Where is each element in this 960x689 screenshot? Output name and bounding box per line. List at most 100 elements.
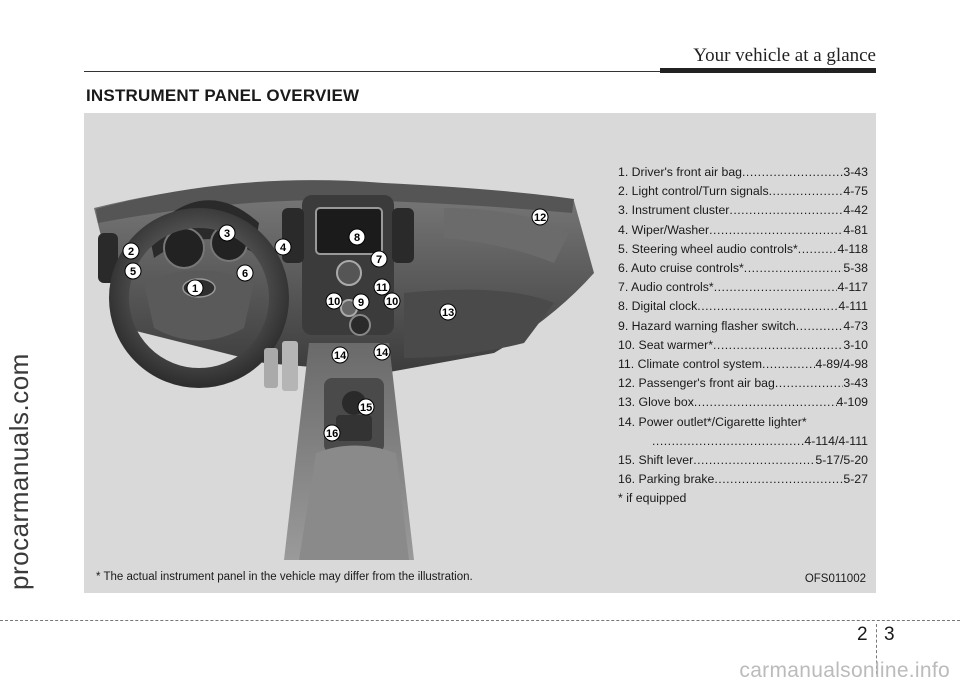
legend-item-continuation: 4-114/4-111 <box>618 432 868 451</box>
callout-8: 8 <box>348 228 366 246</box>
legend-item: 3. Instrument cluster4-42 <box>618 201 868 220</box>
legend-item: 7. Audio controls*4-117 <box>618 278 868 297</box>
dashboard-top <box>96 180 574 223</box>
callout-circle <box>348 228 366 246</box>
callout-circle <box>439 303 457 321</box>
glove-box <box>404 289 554 358</box>
callout-circle <box>124 262 142 280</box>
callout-circle <box>122 242 140 260</box>
callout-circle <box>186 279 204 297</box>
svg-text:10: 10 <box>386 296 398 308</box>
svg-text:16: 16 <box>326 428 338 440</box>
callout-2: 2 <box>122 242 140 260</box>
legend-item: 16. Parking brake5-27 <box>618 470 868 489</box>
callout-circle <box>274 238 292 256</box>
header-rule-accent <box>660 68 876 73</box>
callout-12: 12 <box>531 208 549 226</box>
callout-circle <box>373 278 391 296</box>
steering-hub <box>144 270 254 341</box>
footer-rule <box>0 620 960 621</box>
callout-circle <box>373 343 391 361</box>
legend-item: 14. Power outlet*/Cigarette lighter* <box>618 414 807 429</box>
callout-circle <box>383 292 401 310</box>
callout-4: 4 <box>274 238 292 256</box>
svg-text:14: 14 <box>334 350 347 362</box>
figure-code: OFS011002 <box>804 573 866 585</box>
callout-circle <box>531 208 549 226</box>
header-title: Your vehicle at a glance <box>693 45 876 66</box>
svg-text:3: 3 <box>224 228 230 240</box>
svg-text:8: 8 <box>354 232 360 244</box>
svg-text:13: 13 <box>442 307 454 319</box>
callout-16: 16 <box>323 424 341 442</box>
armrest <box>299 445 409 560</box>
legend-item: 15. Shift lever5-17/5-20 <box>618 451 868 470</box>
legend-item: 4. Wiper/Washer4-81 <box>618 221 868 240</box>
callout-10: 10 <box>325 292 343 310</box>
callout-14: 14 <box>331 346 349 364</box>
callout-circle <box>218 224 236 242</box>
callout-circle <box>323 424 341 442</box>
left-side-vent <box>98 233 118 283</box>
shift-gate <box>336 415 372 441</box>
pedal <box>282 341 298 391</box>
side-watermark: procarmanuals.com <box>4 353 34 590</box>
steering-wheel <box>109 208 289 388</box>
svg-text:1: 1 <box>192 283 198 295</box>
svg-text:2: 2 <box>128 246 134 258</box>
legend-item: 5. Steering wheel audio controls*4-118 <box>618 240 868 259</box>
svg-text:7: 7 <box>376 254 382 266</box>
display-screen <box>315 207 383 255</box>
pedal <box>264 348 278 388</box>
illustration-footnote: * The actual instrument panel in the veh… <box>96 571 473 583</box>
legend-item: 6. Auto cruise controls*5-38 <box>618 259 868 278</box>
legend-item: 13. Glove box4-109 <box>618 393 868 412</box>
callout-circle <box>236 264 254 282</box>
header-rule <box>84 71 876 72</box>
callout-13: 13 <box>439 303 457 321</box>
legend-item: 1. Driver's front air bag3-43 <box>618 163 868 182</box>
callout-circle <box>370 250 388 268</box>
start-button <box>349 314 371 336</box>
svg-text:4: 4 <box>280 242 287 254</box>
footer-watermark: carmanualsonline.info <box>739 659 950 682</box>
callout-6: 6 <box>236 264 254 282</box>
callout-10: 10 <box>383 292 401 310</box>
legend-item: 12. Passenger's front air bag3-43 <box>618 374 868 393</box>
component-legend: 1. Driver's front air bag3-43 2. Light c… <box>618 163 868 509</box>
svg-text:14: 14 <box>376 347 389 359</box>
legend-note: * if equipped <box>618 491 687 506</box>
svg-text:9: 9 <box>358 297 364 309</box>
svg-text:6: 6 <box>242 268 248 280</box>
callout-1: 1 <box>186 279 204 297</box>
instrument-panel-illustration: 1 2 3 4 5 6 7 8 9 10 10 11 12 13 14 14 1… <box>94 180 594 560</box>
callout-circle <box>331 346 349 364</box>
callout-circle <box>352 293 370 311</box>
callout-5: 5 <box>124 262 142 280</box>
callout-circle <box>325 292 343 310</box>
svg-text:10: 10 <box>328 296 340 308</box>
callout-15: 15 <box>357 398 375 416</box>
legend-item: 2. Light control/Turn signals4-75 <box>618 182 868 201</box>
section-heading: INSTRUMENT PANEL OVERVIEW <box>86 86 360 105</box>
svg-text:12: 12 <box>534 212 546 224</box>
page-divider <box>876 624 877 674</box>
legend-item: 8. Digital clock4-111 <box>618 297 868 316</box>
legend-item: 10. Seat warmer*3-10 <box>618 336 868 355</box>
audio-knob <box>336 260 362 286</box>
figure-panel: 1 2 3 4 5 6 7 8 9 10 10 11 12 13 14 14 1… <box>84 113 876 593</box>
right-center-vent <box>392 208 414 263</box>
legend-item: 9. Hazard warning flasher switch4-73 <box>618 317 868 336</box>
callout-3: 3 <box>218 224 236 242</box>
svg-text:15: 15 <box>360 402 372 414</box>
svg-text:11: 11 <box>376 282 388 294</box>
callout-11: 11 <box>373 278 391 296</box>
svg-text:5: 5 <box>130 266 136 278</box>
legend-item: 11. Climate control system4-89/4-98 <box>618 355 868 374</box>
callout-7: 7 <box>370 250 388 268</box>
page-number: 3 <box>884 624 895 645</box>
callout-14: 14 <box>373 343 391 361</box>
callout-9: 9 <box>352 293 370 311</box>
chapter-number: 2 <box>857 624 868 645</box>
callout-circle <box>357 398 375 416</box>
